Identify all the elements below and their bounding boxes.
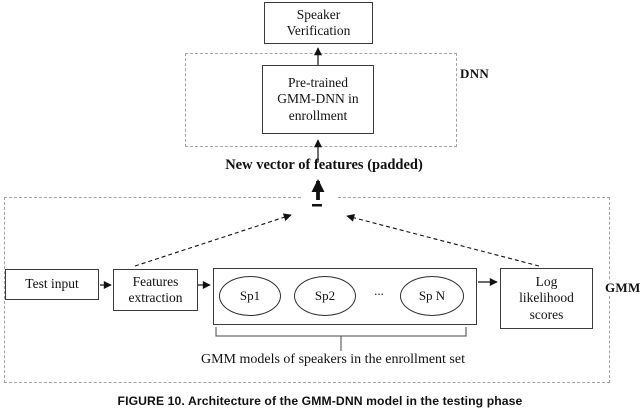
log-likelihood-box: Log likelihood scores	[500, 268, 593, 329]
features-extraction-box: Features extraction	[113, 269, 198, 311]
speaker-sp2-label: Sp2	[314, 288, 336, 304]
pretrained-line1: Pre-trained	[288, 74, 348, 90]
speaker-ellipse-spn: Sp N	[400, 276, 464, 316]
speaker-verification-line1: Speaker	[296, 6, 341, 22]
log-likelihood-line2: likelihood	[519, 290, 574, 306]
figure-caption: FIGURE 10. Architecture of the GMM-DNN m…	[117, 394, 523, 408]
new-vector-of-features-label: New vector of features (padded)	[225, 157, 423, 173]
speaker-sp1-label: Sp1	[239, 288, 261, 304]
speaker-verification-box: Speaker Verification	[264, 2, 373, 44]
speaker-models-box: Sp1 Sp2 ... Sp N	[213, 268, 477, 325]
dnn-region-label: DNN	[458, 66, 492, 82]
test-input-label: Test input	[25, 276, 79, 292]
pretrained-gmm-dnn-box: Pre-trained GMM-DNN in enrollment	[262, 65, 374, 134]
test-input-box: Test input	[5, 269, 99, 300]
log-likelihood-line3: scores	[529, 306, 564, 322]
features-extraction-line1: Features	[132, 273, 179, 289]
speaker-ellipse-sp2: Sp2	[294, 276, 356, 316]
gmm-region-label: GMM	[603, 280, 640, 296]
speaker-ellipse-sp1: Sp1	[219, 276, 281, 316]
pretrained-line2: GMM-DNN in	[277, 91, 359, 107]
speaker-verification-line2: Verification	[286, 23, 351, 38]
gmm-models-caption: GMM models of speakers in the enrollment…	[200, 352, 465, 367]
log-likelihood-line1: Log	[535, 273, 558, 289]
speaker-ellipsis-dots: ...	[374, 283, 384, 298]
speaker-spn-label: Sp N	[418, 288, 446, 304]
pretrained-line3: enrollment	[288, 107, 348, 123]
features-extraction-line2: extraction	[128, 290, 183, 305]
